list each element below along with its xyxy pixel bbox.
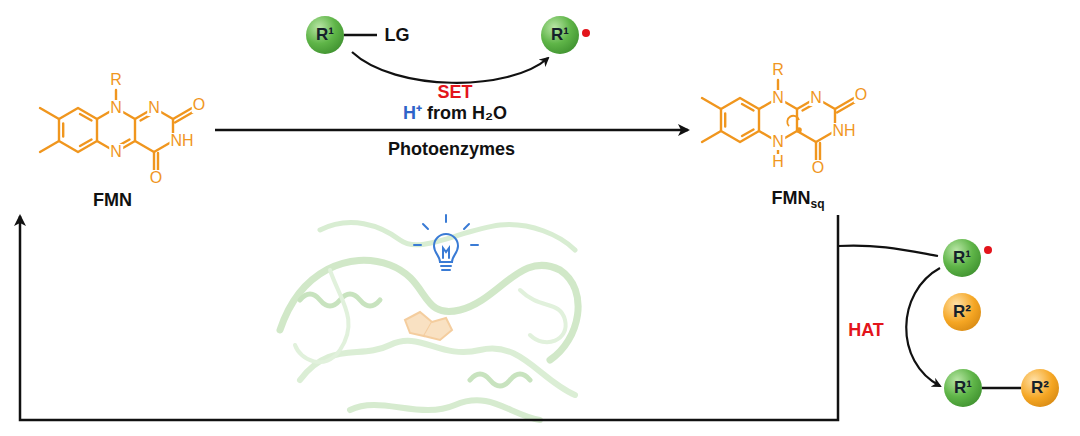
compound-name: FMN bbox=[10, 190, 215, 211]
fmnsq-structure bbox=[702, 80, 856, 162]
protein-ribbon bbox=[280, 223, 578, 420]
reaction-arrow bbox=[215, 129, 688, 132]
radical-dot bbox=[582, 29, 590, 37]
group-label: R¹ bbox=[954, 378, 972, 398]
step-label: HAT bbox=[848, 321, 884, 339]
compound-name: FMNsq bbox=[688, 188, 908, 211]
proton-source: from H₂O bbox=[427, 103, 507, 124]
group-label: R² bbox=[953, 302, 971, 322]
substituent-ball: R¹ bbox=[541, 16, 579, 54]
compound-label: FMN bbox=[93, 190, 132, 210]
substituent-ball: R² bbox=[1021, 369, 1059, 407]
structure-box: FMNsq bbox=[688, 45, 908, 215]
atom-label: N bbox=[109, 144, 123, 160]
reaction-arrow bbox=[20, 215, 838, 420]
subscript: sq bbox=[810, 197, 824, 211]
atom-label: N bbox=[109, 100, 123, 116]
atom-label: O bbox=[811, 160, 825, 176]
hat-curve bbox=[838, 246, 938, 256]
substituent-ball: R² bbox=[943, 293, 981, 331]
set-arrow bbox=[352, 52, 548, 83]
atom-label: O bbox=[854, 87, 868, 103]
atom-label: R bbox=[771, 62, 785, 78]
step-label: SET bbox=[437, 83, 472, 101]
bond-line bbox=[344, 34, 377, 37]
radical-arrow bbox=[787, 116, 799, 126]
atom-label: NH bbox=[831, 123, 856, 139]
reaction-arrow bbox=[982, 387, 1021, 390]
group-label: R² bbox=[1031, 378, 1049, 398]
substituent-ball: R¹ bbox=[306, 16, 344, 54]
atom-label: N bbox=[809, 90, 823, 106]
light-bulb bbox=[414, 215, 478, 270]
arrow-label: Photoenzymes bbox=[386, 139, 517, 160]
atom-label: R bbox=[109, 72, 123, 88]
fmn-structure bbox=[40, 90, 194, 172]
atom-label: H bbox=[771, 154, 785, 170]
hat-arrow bbox=[906, 268, 940, 386]
structure-box: FMN bbox=[10, 45, 215, 215]
substituent-ball: R¹ bbox=[943, 239, 981, 277]
group-label: R¹ bbox=[953, 248, 971, 268]
radical-dot bbox=[984, 246, 992, 254]
atom-label: O bbox=[192, 97, 206, 113]
atom-label: N bbox=[771, 90, 785, 106]
atom-label: N bbox=[147, 100, 161, 116]
proton: H⁺ bbox=[403, 100, 422, 124]
substituent-ball: R¹ bbox=[944, 369, 982, 407]
group-label: R¹ bbox=[551, 25, 569, 45]
reagent-line: H⁺from H₂O bbox=[403, 100, 507, 124]
compound-label: FMN bbox=[771, 188, 810, 208]
atom-label: N bbox=[771, 134, 785, 150]
atom-label: O bbox=[149, 170, 163, 186]
atom-label: NH bbox=[169, 133, 194, 149]
radical-dot bbox=[796, 127, 802, 133]
leaving-group: LG bbox=[385, 26, 410, 44]
group-label: R¹ bbox=[316, 25, 334, 45]
